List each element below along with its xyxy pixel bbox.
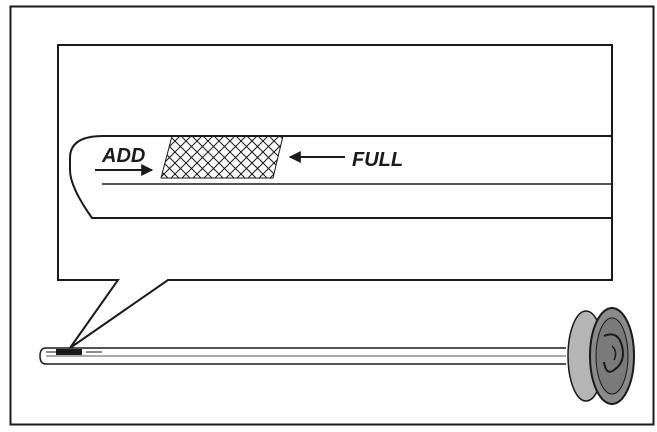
dipstick-rod <box>39 347 566 365</box>
dipstick-handle <box>567 307 635 405</box>
dipstick-tip-markings <box>46 349 102 355</box>
callout-bubble <box>57 44 613 349</box>
full-label: FULL <box>352 149 403 171</box>
add-label: ADD <box>101 145 145 167</box>
magnified-dipstick-tip <box>69 135 612 219</box>
